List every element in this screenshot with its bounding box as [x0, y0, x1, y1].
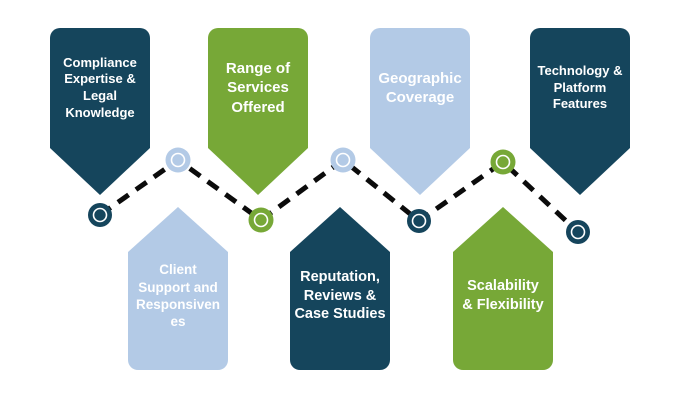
node-5-ring	[411, 213, 427, 229]
banner-scalability-point	[453, 207, 553, 252]
node-5-circle	[407, 209, 431, 233]
banner-compliance-label: Compliance Expertise & Legal Knowledge	[63, 54, 137, 120]
banner-geographic-coverage: Geographic Coverage	[370, 28, 470, 195]
banner-geographic-point	[370, 148, 470, 195]
node-7-circle	[566, 220, 590, 244]
banner-compliance-expertise: Compliance Expertise & Legal Knowledge	[50, 28, 150, 195]
banner-technology-label: Technology & Platform Features	[537, 63, 623, 112]
node-5	[407, 209, 431, 233]
node-4	[330, 147, 356, 173]
banner-technology-point	[530, 148, 630, 195]
banner-reputation-point	[290, 207, 390, 252]
node-7	[566, 220, 590, 244]
banner-compliance-body: Compliance Expertise & Legal Knowledge	[50, 28, 150, 148]
node-4-circle	[330, 147, 356, 173]
node-3-ring	[253, 212, 269, 228]
banner-technology-platform: Technology & Platform Features	[530, 28, 630, 195]
banner-services-point	[208, 148, 308, 195]
node-6-circle	[490, 149, 516, 175]
banner-client-support-label: Client Support and Responsiven es	[135, 262, 221, 330]
node-4-ring	[335, 152, 351, 168]
banner-geographic-label: Geographic Coverage	[378, 69, 462, 106]
node-1-ring	[92, 207, 108, 223]
node-7-ring	[570, 224, 586, 240]
banner-scalability-body: Scalability & Flexibility	[453, 252, 553, 370]
banner-client-support: Client Support and Responsiven es	[128, 207, 228, 370]
banner-services-label: Range of Services Offered	[225, 60, 291, 116]
node-6-ring	[495, 154, 511, 170]
banner-client-support-point	[128, 207, 228, 252]
banner-scalability-label: Scalability & Flexibility	[462, 278, 544, 313]
node-3	[248, 207, 274, 233]
node-1-circle	[88, 203, 112, 227]
banner-range-of-services: Range of Services Offered	[208, 28, 308, 195]
banner-reputation-body: Reputation, Reviews & Case Studies	[290, 252, 390, 370]
node-6	[490, 149, 516, 175]
node-2	[165, 147, 191, 173]
node-1	[88, 203, 112, 227]
node-2-ring	[170, 152, 186, 168]
banner-reputation-label: Reputation, Reviews & Case Studies	[294, 269, 386, 323]
banner-scalability-flexibility: Scalability & Flexibility	[453, 207, 553, 370]
banner-technology-body: Technology & Platform Features	[530, 28, 630, 148]
node-3-circle	[248, 207, 274, 233]
banner-geographic-body: Geographic Coverage	[370, 28, 470, 148]
banner-services-body: Range of Services Offered	[208, 28, 308, 148]
node-2-circle	[165, 147, 191, 173]
banner-reputation-reviews: Reputation, Reviews & Case Studies	[290, 207, 390, 370]
banner-client-support-body: Client Support and Responsiven es	[128, 252, 228, 370]
banner-compliance-point	[50, 148, 150, 195]
